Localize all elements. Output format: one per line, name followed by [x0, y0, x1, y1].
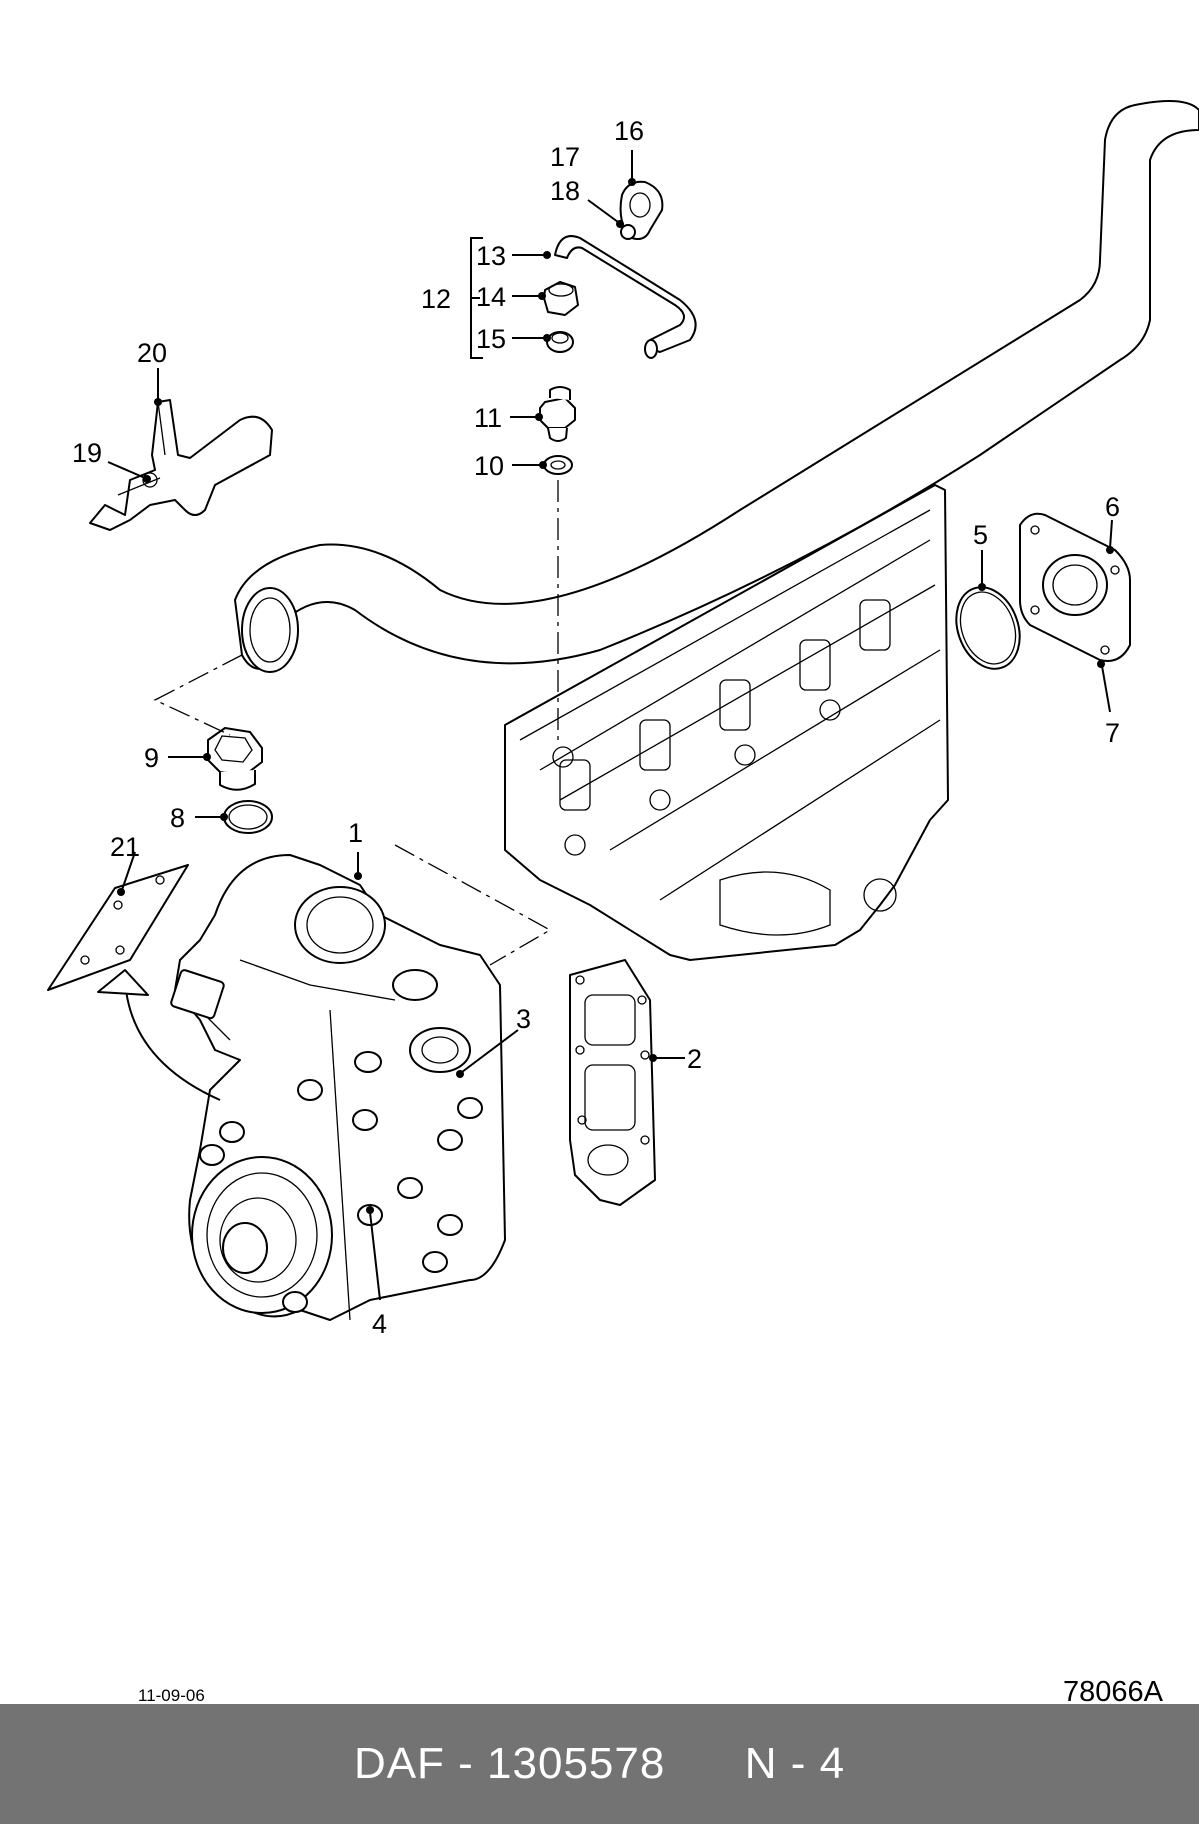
callout-1: 1 — [348, 818, 363, 848]
exploded-parts-diagram: 1 2 3 4 5 6 7 8 9 10 11 12 13 14 15 16 1… — [47, 100, 1199, 1339]
callout-19: 19 — [72, 438, 102, 468]
callout-17: 17 — [550, 142, 580, 172]
callout-2: 2 — [687, 1044, 702, 1074]
flange-6 — [1019, 512, 1131, 662]
callout-numbers: 1 2 3 4 5 6 7 8 9 10 11 12 13 14 15 16 1… — [72, 116, 1120, 1339]
part-banner: DAF - 1305578 N - 4 — [0, 1704, 1199, 1824]
tube-13 — [554, 235, 697, 359]
callout-13: 13 — [476, 241, 506, 271]
cylinder-head — [504, 484, 949, 961]
callout-20: 20 — [137, 338, 167, 368]
drawing-code: 78066A — [1063, 1676, 1163, 1708]
callout-14: 14 — [476, 282, 506, 312]
callout-3: 3 — [516, 1004, 531, 1034]
callout-9: 9 — [144, 743, 159, 773]
gasket-21 — [47, 864, 221, 1101]
leader-lines — [107, 150, 1114, 1301]
gap — [665, 1739, 744, 1789]
bracket-19-20 — [89, 399, 273, 531]
callout-5: 5 — [973, 520, 988, 550]
water-pump — [170, 854, 506, 1321]
part-number: 1305578 — [487, 1739, 666, 1788]
alignment-line — [394, 844, 552, 966]
nut-14 — [543, 281, 579, 316]
plug-9 — [207, 727, 263, 791]
callout-11: 11 — [474, 403, 502, 433]
o-ring-5 — [955, 586, 1021, 670]
callout-16: 16 — [614, 116, 644, 146]
gasket-2 — [569, 959, 656, 1206]
fitting-11 — [539, 386, 576, 442]
brand-label: DAF — [353, 1739, 445, 1788]
clamp-16 — [619, 180, 664, 240]
callout-7: 7 — [1105, 718, 1120, 748]
callout-10: 10 — [474, 451, 504, 481]
drawing-date: 11-09-06 — [138, 1686, 205, 1705]
coolant-pipe — [234, 100, 1199, 673]
page-ref: N - 4 — [744, 1739, 846, 1788]
callout-8: 8 — [170, 803, 185, 833]
seal-8 — [223, 800, 273, 834]
callout-18: 18 — [550, 176, 580, 206]
separator: - — [444, 1739, 488, 1788]
callout-4: 4 — [372, 1309, 387, 1339]
washer-10 — [543, 455, 573, 475]
alignment-line — [153, 654, 243, 736]
sleeve-15 — [546, 331, 574, 353]
callout-12: 12 — [421, 284, 451, 314]
callout-6: 6 — [1105, 492, 1120, 522]
callout-15: 15 — [476, 324, 506, 354]
callout-21: 21 — [110, 832, 140, 862]
